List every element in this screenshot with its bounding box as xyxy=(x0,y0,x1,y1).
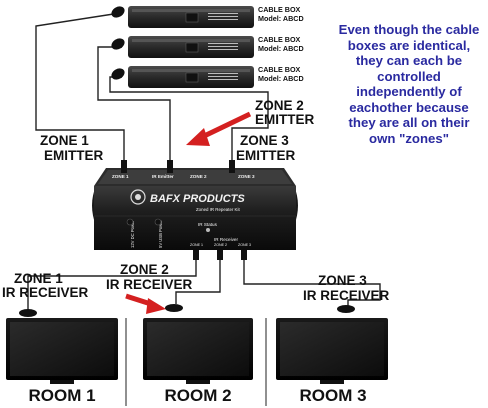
note-line: they can each be xyxy=(355,53,463,68)
cable-box-3 xyxy=(111,66,254,88)
note-line: independently of xyxy=(356,84,462,99)
zone1-receiver-line1: ZONE 1 xyxy=(14,271,63,286)
hub-subtitle: Zoned IR Repeater Kit xyxy=(196,207,240,212)
hub-12v-jack xyxy=(126,218,134,226)
zone3-emitter-line2: EMITTER xyxy=(236,148,295,163)
emitter-eye-box-1 xyxy=(111,6,125,18)
zone2-emitter-line1: ZONE 2 xyxy=(255,98,304,113)
cable-box-2-label: CABLE BOX xyxy=(258,35,301,44)
ir-receiver-3 xyxy=(337,305,355,313)
explanation-note: Even though the cable boxes are identica… xyxy=(333,22,485,146)
hub-top-label: IR Emitter xyxy=(152,174,174,179)
hub-port-bottom-zone3: ZONE 3 xyxy=(238,243,251,247)
ir-repeater-hub xyxy=(92,168,298,250)
zone2-receiver-line1: ZONE 2 xyxy=(120,262,169,277)
cable-box-2-model: Model: ABCD xyxy=(258,44,304,53)
cable-box-1-model: Model: ABCD xyxy=(258,14,304,23)
emitter-cables xyxy=(35,12,269,160)
hub-ir-receiver: IR Receiver xyxy=(214,237,238,242)
room-1-label: ROOM 1 xyxy=(28,386,95,405)
hub-port-top-zone1: ZONE 1 xyxy=(112,174,129,179)
hub-port-bottom-zone2: ZONE 2 xyxy=(214,243,227,247)
zone2-emitter-line2: EMITTER xyxy=(255,112,314,127)
zone3-receiver-line1: ZONE 3 xyxy=(318,273,367,288)
hub-brand: BAFX PRODUCTS xyxy=(150,193,245,205)
note-line: controlled xyxy=(377,68,441,84)
tv-room-2 xyxy=(143,318,253,384)
room-2-label: ROOM 2 xyxy=(164,386,231,405)
hub-power-12v: 12V DC Power xyxy=(130,220,135,248)
cable-box-1-label: CABLE BOX xyxy=(258,5,301,14)
hub-ir-status: IR Status xyxy=(198,222,218,227)
tv-room-1 xyxy=(6,318,118,384)
emitter-eye-box-3 xyxy=(111,68,125,80)
ir-receiver-2 xyxy=(165,304,183,312)
cable-box-3-model: Model: ABCD xyxy=(258,74,304,83)
ir-receiver-1 xyxy=(19,309,37,317)
zone2-receiver-line2: IR RECEIVER xyxy=(106,277,193,292)
hub-port-top-zone2: ZONE 2 xyxy=(190,174,207,179)
cable-box-2 xyxy=(111,36,254,58)
note-line: eachother because xyxy=(349,99,469,115)
zone3-receiver-line2: IR RECEIVER xyxy=(303,288,390,303)
zone1-receiver-line2: IR RECEIVER xyxy=(2,285,89,300)
note-line: they are all on their xyxy=(348,115,470,130)
note-line: boxes are identical, xyxy=(347,37,471,53)
cable-box-3-label: CABLE BOX xyxy=(258,65,301,74)
zone2-receiver-arrow xyxy=(125,293,166,314)
hub-port-bottom-zone1: ZONE 1 xyxy=(190,243,203,247)
hub-ir-status-led xyxy=(206,228,210,232)
tv-room-3 xyxy=(276,318,388,384)
hub-port-top-zone3: ZONE 3 xyxy=(238,174,255,179)
cable-box-1 xyxy=(111,6,254,28)
receiver-cables xyxy=(27,250,381,312)
zone1-emitter-line2: EMITTER xyxy=(44,148,103,163)
zone3-emitter-line1: ZONE 3 xyxy=(240,133,289,148)
hub-power-5v: 5V USB Power xyxy=(158,219,163,248)
emitter-eye-box-2 xyxy=(111,38,125,50)
zone2-arrow xyxy=(186,111,252,146)
note-line: Even though the cable xyxy=(338,22,480,37)
note-line: own "zones" xyxy=(369,130,449,146)
room-3-label: ROOM 3 xyxy=(299,386,366,405)
zone1-emitter-line1: ZONE 1 xyxy=(40,133,89,148)
hub-emitter-ports xyxy=(121,160,235,173)
hub-5v-jack xyxy=(154,218,162,226)
